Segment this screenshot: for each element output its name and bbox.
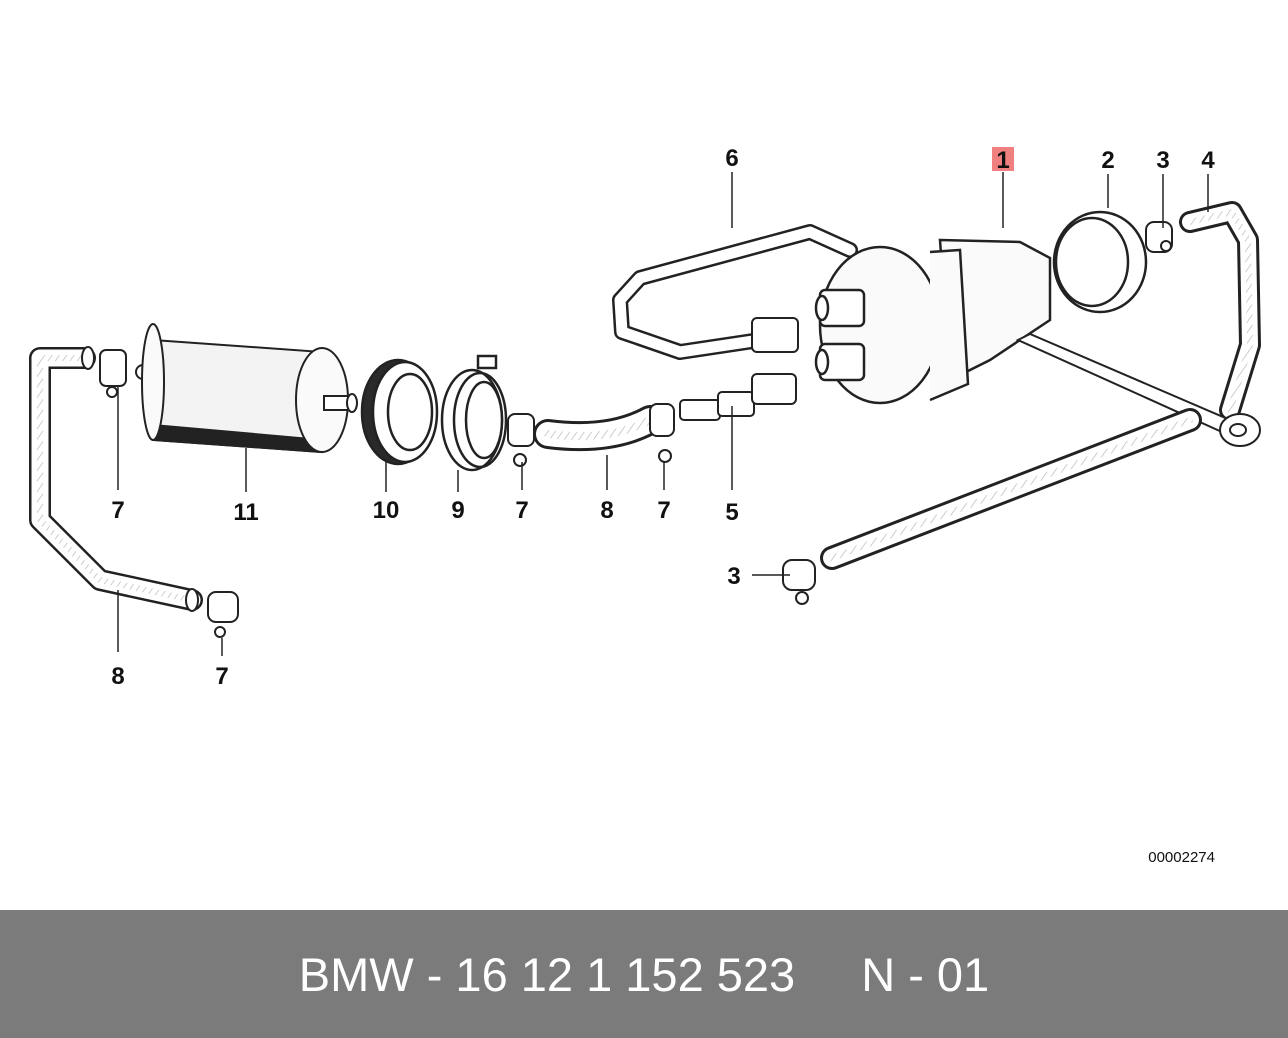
callout-4: 4 xyxy=(1201,147,1215,174)
callout-11: 11 xyxy=(233,499,258,526)
callout-6: 6 xyxy=(725,145,738,172)
hose-clamp-left-bottom xyxy=(207,591,239,638)
page-code: N - 01 xyxy=(861,947,990,1001)
rubber-ring xyxy=(360,358,439,466)
mounting-bracket xyxy=(1015,332,1261,447)
callout-1: 1 xyxy=(996,147,1009,174)
callout-3-bottom: 3 xyxy=(727,563,740,590)
banjo-fitting xyxy=(679,373,797,421)
callout-3-top: 3 xyxy=(1156,147,1169,174)
return-line-top xyxy=(612,224,858,360)
diagram-reference-number: 00002274 xyxy=(1148,849,1215,866)
callout-leaders xyxy=(117,172,1209,656)
part-number: BMW - 16 12 1 152 523 xyxy=(298,947,796,1001)
callout-7-left-top: 7 xyxy=(111,497,124,524)
callout-7-left-bottom: 7 xyxy=(215,663,228,690)
callout-2: 2 xyxy=(1101,147,1114,174)
fuel-hose-left xyxy=(29,346,203,612)
hose-clamp-large xyxy=(440,354,508,472)
line-nut-top xyxy=(751,317,799,353)
parts-diagram: 1 2 3 4 5 6 7 8 9 10 11 3 7 7 7 8 7 0000… xyxy=(29,145,1261,866)
callout-9: 9 xyxy=(451,497,464,524)
hose-clip-bottom xyxy=(782,559,816,605)
callout-5: 5 xyxy=(725,499,738,526)
callout-8-left: 8 xyxy=(111,663,124,690)
callout-7-center-left: 7 xyxy=(515,497,528,524)
hose-clamp-center-1 xyxy=(507,413,535,467)
hose-clamp-center-2 xyxy=(649,403,675,463)
mounting-ring xyxy=(1052,210,1148,314)
fuel-filter-canister xyxy=(141,323,358,454)
pressure-regulator xyxy=(814,238,1052,405)
callout-10: 10 xyxy=(373,497,400,524)
callout-highlight xyxy=(992,147,1014,171)
hose-clip-top xyxy=(1145,221,1173,253)
fuel-hose-right xyxy=(1179,201,1261,421)
callout-7-center-right: 7 xyxy=(657,497,670,524)
fuel-hose-long xyxy=(820,408,1202,570)
fuel-hose-middle xyxy=(533,405,665,452)
part-number-footer: BMW - 16 12 1 152 523 N - 01 xyxy=(0,910,1288,1038)
callout-8-center: 8 xyxy=(600,497,613,524)
